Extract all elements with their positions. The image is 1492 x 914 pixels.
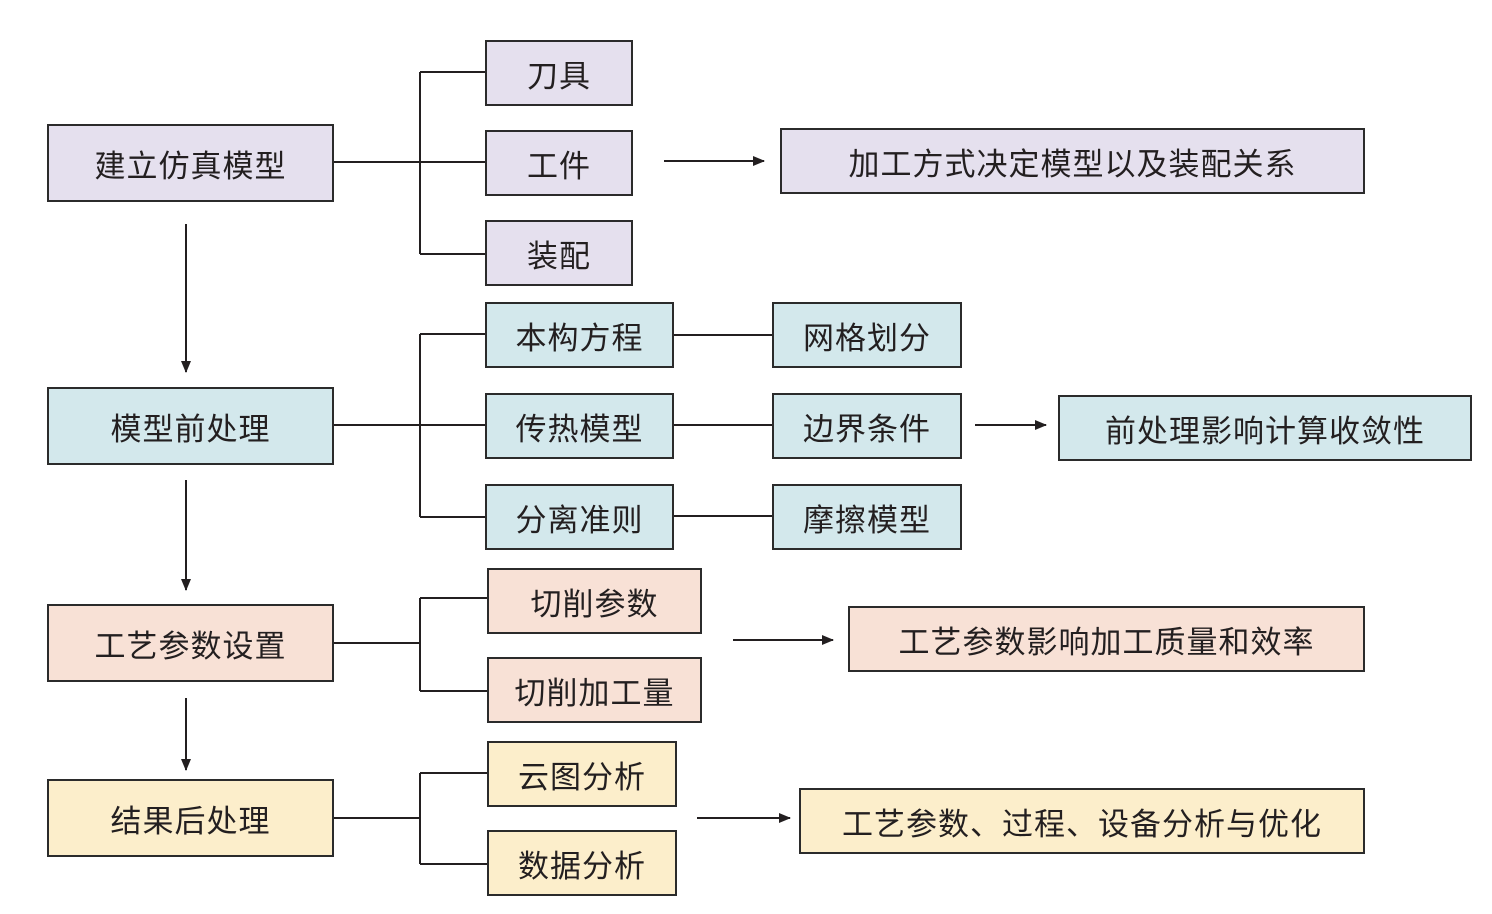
stage2-main-box: 模型前处理: [47, 387, 334, 465]
stage4-item-contour: 云图分析: [487, 741, 677, 807]
stage4-item-data: 数据分析: [487, 830, 677, 896]
stage2-item-heat-transfer: 传热模型: [485, 393, 674, 459]
stage2-item-separation: 分离准则: [485, 484, 674, 550]
stage3-item-cutting-params: 切削参数: [487, 568, 702, 634]
stage1-item-assembly: 装配: [485, 220, 633, 286]
stage2-sub-mesh: 网格划分: [772, 302, 962, 368]
stage4-note-box: 工艺参数、过程、设备分析与优化: [799, 788, 1365, 854]
stage3-note-box: 工艺参数影响加工质量和效率: [848, 606, 1365, 672]
stage1-main-box: 建立仿真模型: [47, 124, 334, 202]
stage1-item-tool: 刀具: [485, 40, 633, 106]
stage2-item-constitutive: 本构方程: [485, 302, 674, 368]
stage2-note-box: 前处理影响计算收敛性: [1058, 395, 1472, 461]
stage2-sub-boundary: 边界条件: [772, 393, 962, 459]
stage2-sub-friction: 摩擦模型: [772, 484, 962, 550]
stage1-note-box: 加工方式决定模型以及装配关系: [780, 128, 1365, 194]
stage3-main-box: 工艺参数设置: [47, 604, 334, 682]
stage1-item-workpiece: 工件: [485, 130, 633, 196]
stage4-main-box: 结果后处理: [47, 779, 334, 857]
stage3-item-cutting-amount: 切削加工量: [487, 657, 702, 723]
